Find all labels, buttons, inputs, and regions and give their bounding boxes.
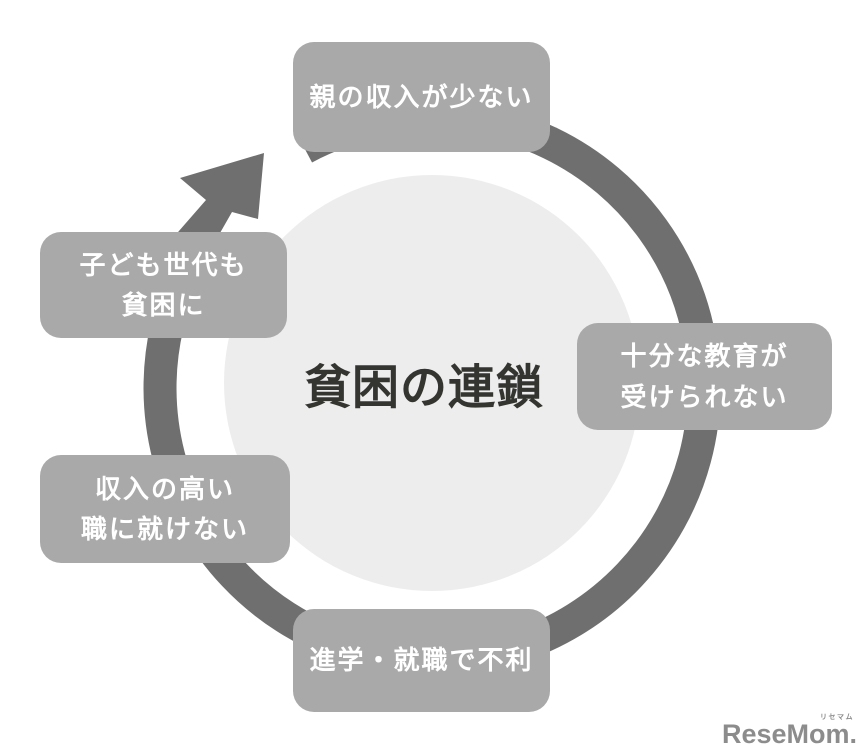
- node-label-line1: 収入の高い: [94, 473, 235, 504]
- node-label: 親の収入が少ない: [309, 81, 534, 112]
- node-parents-low-income: 親の収入が少ない: [293, 42, 550, 152]
- resemom-logo-text: ReseMom.: [721, 719, 857, 749]
- node-label-line2: 受けられない: [620, 381, 789, 412]
- node-no-high-income-job: 収入の高い 職に就けない: [40, 455, 290, 563]
- inner-circle: [224, 175, 640, 591]
- resemom-logo-ruby: リセマム: [820, 714, 854, 721]
- node-label-line2: 貧困に: [121, 290, 206, 320]
- node-label: 進学・就職で不利: [309, 645, 534, 676]
- node-children-also-poor: 子ども世代も 貧困に: [40, 232, 287, 338]
- node-label-line1: 子ども世代も: [79, 249, 248, 280]
- node-disadvantage-school-job: 進学・就職で不利: [293, 609, 550, 712]
- node-label-line1: 十分な教育が: [620, 341, 789, 372]
- node-label-line2: 職に就けない: [80, 514, 249, 544]
- resemom-logo: リセマム ReseMom.: [721, 714, 857, 749]
- node-insufficient-education: 十分な教育が 受けられない: [577, 323, 832, 430]
- diagram-title: 貧困の連鎖: [304, 360, 544, 414]
